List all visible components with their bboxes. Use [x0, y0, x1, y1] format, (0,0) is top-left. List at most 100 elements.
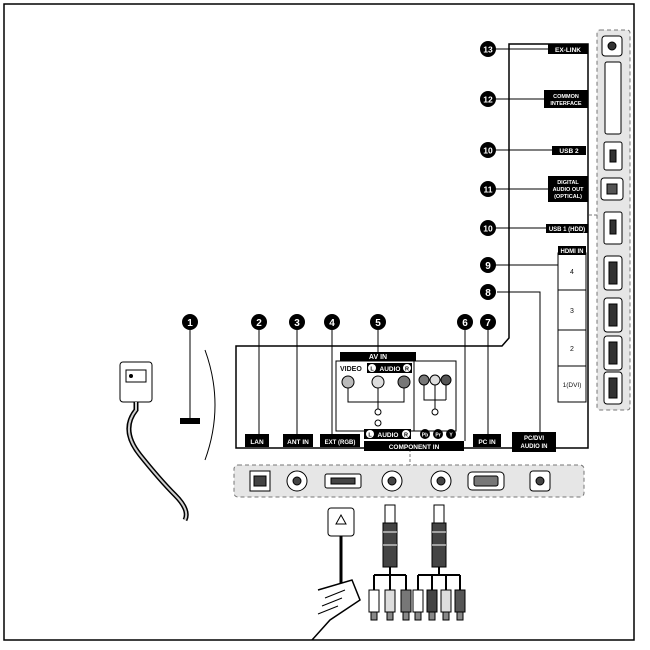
power-plug-dot — [129, 374, 133, 378]
digital-label-line1: DIGITAL — [557, 180, 579, 186]
av-rca-jacks — [341, 375, 411, 416]
usb2-label: USB 2 — [559, 148, 579, 155]
badge-10b — [480, 220, 496, 236]
rca-cable-2-tip-a — [414, 611, 422, 621]
pb-badge — [420, 429, 430, 439]
rca-cable-1-plug-c — [400, 589, 412, 613]
side-hdmi4-slot — [608, 261, 618, 285]
item-1-marker — [180, 418, 200, 424]
badge-8-leader — [497, 291, 541, 432]
badge-3 — [289, 314, 305, 330]
rca-cable-1-plug-a — [368, 589, 380, 613]
badge-5 — [370, 314, 386, 330]
usb1-label: USB 1 (HDD) — [549, 227, 585, 233]
hdmi-in-label-bar — [558, 246, 586, 255]
scart-cable — [311, 507, 361, 641]
audio-bottom-word: AUDIO — [378, 432, 399, 439]
badge-8 — [480, 284, 496, 300]
rca-cable-1-tip-a — [370, 611, 378, 621]
badge-10a — [480, 142, 496, 158]
side-exlink-hole — [607, 41, 617, 51]
pr-badge — [433, 429, 443, 439]
hdmi-in-label: HDMI IN — [561, 249, 584, 255]
side-hdmi2-slot — [608, 341, 618, 365]
hdmi-4-label: 4 — [570, 269, 574, 276]
hdmi-2-label: 2 — [570, 346, 574, 353]
audio-l-top: L — [370, 367, 374, 373]
number-badges — [182, 41, 496, 330]
video-label: VIDEO — [340, 366, 362, 373]
av-in-title-bar — [340, 352, 416, 361]
badge-12 — [480, 91, 496, 107]
y-badge — [446, 429, 456, 439]
component-junction — [431, 408, 439, 416]
audio-r-bottom: R — [404, 433, 408, 439]
badge-4 — [324, 314, 340, 330]
pc-in-port-inner — [473, 475, 499, 487]
usb2-label-bar — [552, 146, 586, 155]
badge-12-number: 12 — [483, 95, 493, 105]
badge-1-number: 1 — [187, 318, 193, 329]
av-in-port-center — [387, 476, 397, 486]
badge-9-number: 9 — [485, 261, 491, 272]
power-plug-inner — [125, 369, 147, 383]
power-cord-cable — [126, 402, 189, 522]
right-badge-leaders — [495, 48, 558, 266]
component-in-label-bar — [364, 441, 464, 451]
component-in-port-center — [436, 476, 446, 486]
digital-label-line3: (OPTICAL) — [554, 194, 582, 200]
ant-in-port-center — [292, 476, 302, 486]
badge-11 — [480, 181, 496, 197]
audio-r-top: R — [405, 367, 409, 373]
rca-cable-1-plug-b — [384, 589, 396, 613]
badge-3-number: 3 — [294, 318, 300, 329]
badge-13 — [480, 41, 496, 57]
rca-cable-2-tip-d — [456, 611, 464, 621]
side-hdmi1-slot — [608, 377, 618, 399]
ex-link-label-bar — [548, 44, 588, 54]
badge-10b-number: 10 — [483, 224, 493, 234]
av-in-title: AV IN — [369, 354, 387, 361]
component-jack-3 — [440, 374, 452, 386]
pc-dvi-label-bar — [512, 432, 556, 452]
pc-in-label-bar — [473, 434, 501, 447]
bottom-strip-ports — [249, 470, 551, 492]
audio-l-bottom: L — [368, 433, 372, 439]
badge-4-number: 4 — [329, 318, 335, 329]
rca-cable-1-split — [373, 567, 407, 590]
rca-cable-2-plug-c — [440, 589, 452, 613]
audio-l-bottom-badge — [366, 430, 374, 438]
component-rca-jacks — [418, 374, 452, 416]
common-interface-label-bar — [544, 90, 588, 108]
audio-l-top-badge — [368, 364, 376, 372]
pc-dvi-label-line1: PC/DVI — [524, 436, 544, 442]
side-ci-slot — [604, 61, 622, 135]
digital-label-line2: AUDIO OUT — [553, 187, 585, 193]
scart-head — [327, 507, 355, 537]
audio-r-bottom-badge — [402, 430, 410, 438]
rca-cable-1-tip-c — [402, 611, 410, 621]
av-audio-r-jack — [397, 375, 411, 389]
side-usb1-slot — [609, 219, 617, 235]
side-module-ports — [600, 35, 624, 405]
pb-label: Pb — [422, 433, 428, 439]
scart-port-inner — [330, 477, 356, 485]
lan-label-bar — [245, 434, 269, 447]
badge-10a-number: 10 — [483, 146, 493, 156]
badge-7-number: 7 — [485, 318, 491, 329]
side-hdmi3-slot — [608, 303, 618, 327]
badge-11-number: 11 — [484, 185, 493, 195]
av-audio-l-jack — [371, 375, 385, 389]
badge-6 — [457, 314, 473, 330]
component-jack-links — [423, 385, 447, 410]
rca-cable-2-tip-c — [442, 611, 450, 621]
rca-cable-2 — [412, 504, 466, 621]
pr-label: Pr — [435, 433, 440, 439]
rca-cable-2-plug-d — [454, 589, 466, 613]
y-label: Y — [449, 433, 453, 439]
usb1-label-bar — [546, 224, 588, 233]
rca-cable-1-plug — [384, 504, 396, 524]
rca-cable-2-plug — [433, 504, 445, 524]
rca-cable-2-plug-b — [426, 589, 438, 613]
